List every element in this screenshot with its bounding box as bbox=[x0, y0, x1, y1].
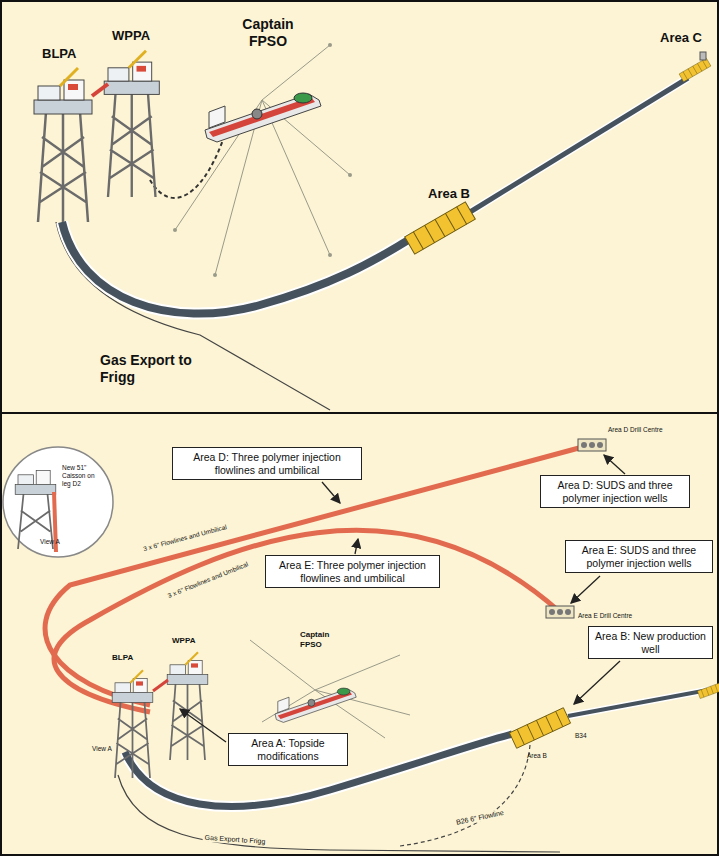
callout-box: Area D: Three polymer injection flowline… bbox=[172, 447, 362, 480]
map-label: 3 x 6" Flowlines and Umbilical bbox=[140, 523, 229, 554]
map-label: View A bbox=[92, 745, 112, 753]
map-label: New 51" Caisson on leg D2 bbox=[62, 464, 102, 487]
callout-text: Area E: SUDS and three polymer injection… bbox=[571, 544, 707, 569]
callout-box: Area A: Topside modifications bbox=[228, 733, 348, 766]
callout-box: Area B: New production well bbox=[588, 626, 713, 659]
map-label: Area D Drill Centre bbox=[608, 426, 663, 434]
callout-text: Area E: Three polymer injection flowline… bbox=[271, 559, 434, 584]
map-label: BLPA bbox=[112, 653, 133, 663]
map-label: Gas Export to Frigg bbox=[202, 834, 267, 847]
callout-box: Area E: Three polymer injection flowline… bbox=[265, 555, 440, 588]
map-label: View A bbox=[40, 538, 60, 546]
callout-text: Area B: New production well bbox=[594, 630, 707, 655]
callout-text: Area D: Three polymer injection flowline… bbox=[178, 451, 356, 476]
callout-box: Area E: SUDS and three polymer injection… bbox=[565, 540, 713, 573]
map-label: WPPA bbox=[172, 636, 195, 646]
map-label: Area B bbox=[428, 186, 470, 202]
map-label: BLPA bbox=[42, 46, 76, 62]
map-label: B34 bbox=[575, 732, 587, 740]
map-label: 3 x 6" Flowlines and Umbilical bbox=[165, 560, 251, 601]
callout-box: Area D: SUDS and three polymer injection… bbox=[540, 475, 690, 508]
callout-text: Area A: Topside modifications bbox=[234, 737, 342, 762]
map-label: Area C bbox=[660, 30, 702, 46]
map-label: WPPA bbox=[112, 28, 150, 44]
map-label: Area E Drill Centre bbox=[578, 612, 632, 620]
map-label: B26 6" Flowline bbox=[453, 808, 506, 827]
map-label: Captain FPSO bbox=[300, 630, 345, 649]
callout-text: Area D: SUDS and three polymer injection… bbox=[546, 479, 684, 504]
map-label: Captain FPSO bbox=[228, 16, 308, 50]
map-label: Area B bbox=[527, 752, 547, 760]
map-label: Gas Export to Frigg bbox=[100, 352, 195, 386]
